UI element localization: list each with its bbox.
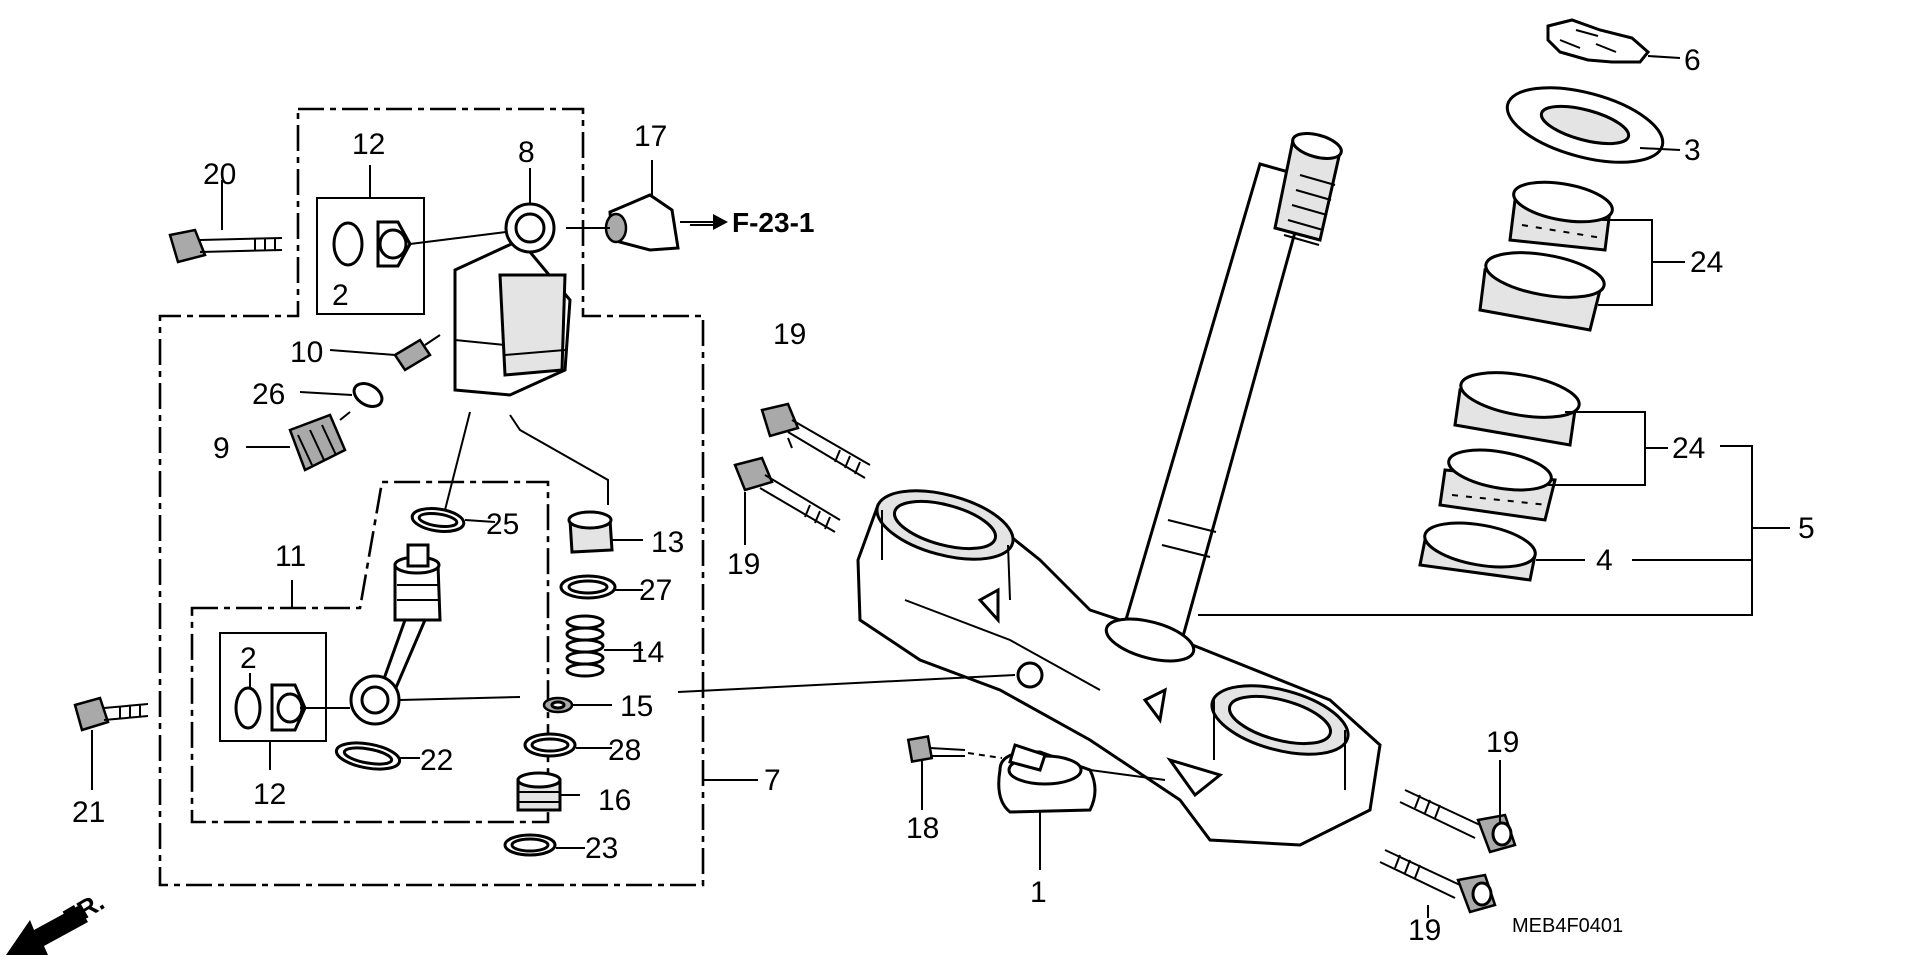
damper-assembly-boundary: [158, 107, 705, 887]
part-19-bolt-right-upper: [1399, 789, 1517, 854]
part-15-washer: [542, 696, 574, 714]
part-10-valve: [393, 334, 441, 372]
callout-1: 1: [1030, 876, 1047, 909]
callout-24-lower: 24: [1672, 432, 1705, 465]
callout-14: 14: [631, 636, 664, 669]
callout-7: 7: [764, 764, 781, 797]
part-26-washer: [352, 382, 384, 408]
callout-19-top: 19: [773, 318, 806, 351]
callout-4: 4: [1596, 544, 1613, 577]
callout-22: 22: [420, 744, 453, 777]
callout-3: 3: [1684, 134, 1701, 167]
part-24-lower-bearing-set: [1438, 371, 1581, 522]
callout-27: 27: [639, 574, 672, 607]
part-8-damper-body: [453, 202, 572, 397]
part-1-clamp: [997, 743, 1097, 814]
sub-assembly-11-boundary: [190, 480, 550, 824]
callout-2-lower: 2: [240, 642, 257, 675]
callout-numbers: 6 3 24 24 5 4 20 12 2 8 17 10 26 9 19 19…: [72, 44, 1815, 947]
callout-21: 21: [72, 796, 105, 829]
part-6-locknut: [1546, 18, 1651, 64]
reference-arrow-f-23-1: F-23-1: [680, 207, 814, 238]
callout-24-upper: 24: [1690, 246, 1723, 279]
part-21-bolt: [73, 696, 149, 732]
part-22-ring: [334, 741, 402, 771]
part-17-cap: [604, 193, 680, 252]
part-23-oring: [503, 833, 557, 857]
part-28-oring: [523, 732, 577, 758]
steering-stem-bottom-bridge: [856, 489, 1382, 847]
part-24-upper-bearing-set: [1478, 180, 1614, 332]
callout-5: 5: [1798, 512, 1815, 545]
callout-10: 10: [290, 336, 323, 369]
reference-arrow-label: F-23-1: [732, 207, 814, 238]
callout-20: 20: [203, 158, 236, 191]
steering-stem-shaft: [1117, 132, 1343, 642]
callout-2-upper: 2: [332, 279, 349, 312]
part-18-bolt: [906, 734, 1003, 764]
callout-19-bottom: 19: [1408, 914, 1441, 947]
part-13-cap: [567, 510, 614, 554]
callout-15: 15: [620, 690, 653, 723]
front-indicator: FR.: [6, 886, 109, 955]
callout-23: 23: [585, 832, 618, 865]
callout-19-left: 19: [727, 548, 760, 581]
callout-6: 6: [1684, 44, 1701, 77]
part-4-dust-seal: [1418, 521, 1537, 582]
callout-25: 25: [486, 508, 519, 541]
callout-9: 9: [213, 432, 230, 465]
callout-11: 11: [275, 540, 306, 573]
callout-19-right: 19: [1486, 726, 1519, 759]
part-11-damper-rod: [349, 543, 442, 726]
callout-12-lower: 12: [253, 778, 286, 811]
part-27-oring: [559, 574, 617, 600]
callout-28: 28: [608, 734, 641, 767]
part-20-bolt: [168, 228, 283, 264]
leader-lines: [91, 55, 1790, 918]
callout-18: 18: [906, 812, 939, 845]
part-3-dust-seal: [1505, 86, 1665, 164]
callout-17: 17: [634, 120, 667, 153]
sub-assembly-12-lower-boundary: [219, 632, 327, 742]
part-19-bolt-upper: [760, 402, 871, 479]
part-9-adjuster: [288, 411, 351, 472]
callout-8: 8: [518, 136, 535, 169]
callout-26: 26: [252, 378, 285, 411]
part-19-bolt-middle: [733, 456, 841, 533]
callout-16: 16: [598, 784, 631, 817]
figure-code: MEB4F0401: [1512, 915, 1623, 937]
part-12-upper-bushing: [332, 220, 412, 268]
callout-13: 13: [651, 526, 684, 559]
part-16-plug: [516, 771, 562, 812]
part-14-spring: [565, 614, 605, 678]
callout-12-upper: 12: [352, 128, 385, 161]
part-12-lower-bushing: [234, 683, 307, 732]
part-25-oring: [410, 507, 466, 533]
part-19-bolt-right-lower: [1379, 849, 1497, 914]
